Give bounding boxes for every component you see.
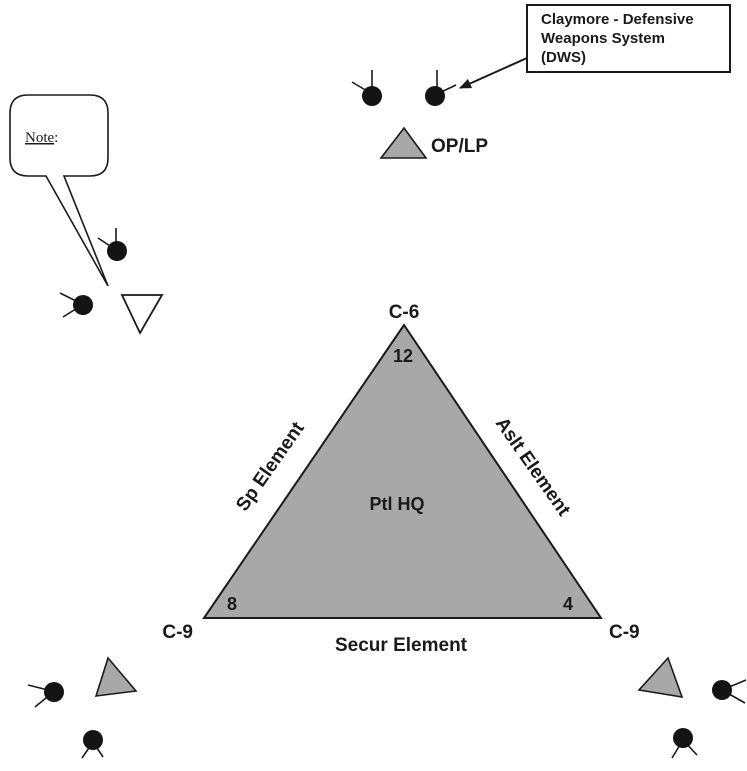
claymore-bottom-right-lower bbox=[671, 728, 698, 759]
center-label: Ptl HQ bbox=[369, 494, 424, 514]
oplp-position-marker bbox=[379, 126, 428, 159]
claymore-oplp-left bbox=[351, 70, 382, 106]
right-corner-label: C-9 bbox=[609, 622, 640, 643]
dws-callout-arrow bbox=[459, 57, 528, 89]
apex-clock-position: 12 bbox=[393, 346, 413, 366]
right-clock-position: 4 bbox=[563, 594, 573, 614]
apex-label: C-6 bbox=[389, 302, 420, 323]
left-corner-label: C-9 bbox=[162, 622, 193, 643]
claymore-left-upper bbox=[97, 228, 127, 261]
note-label: Note: bbox=[25, 130, 58, 146]
claymore-bottom-left-upper bbox=[27, 682, 64, 708]
dws-callout-box bbox=[526, 4, 731, 73]
dws-callout-line-1: Claymore - Defensive bbox=[541, 11, 694, 28]
open-position-marker bbox=[120, 294, 164, 335]
bottom-side-label: Secur Element bbox=[335, 635, 468, 656]
left-clock-position: 8 bbox=[227, 594, 237, 614]
dws-callout-line-2: Weapons System bbox=[541, 30, 665, 47]
oplp-label: OP/LP bbox=[431, 136, 488, 157]
bottom-left-position-marker bbox=[94, 656, 138, 697]
note-bubble bbox=[9, 94, 109, 287]
dws-callout-line-3: (DWS) bbox=[541, 49, 586, 66]
claymore-bottom-right-upper bbox=[712, 679, 747, 704]
claymore-oplp-right bbox=[425, 70, 457, 106]
bottom-right-position-marker bbox=[637, 656, 684, 699]
claymore-left-lower bbox=[59, 292, 93, 318]
patrol-base-triangle bbox=[202, 323, 603, 619]
dws-callout: Claymore - Defensive Weapons System (DWS… bbox=[459, 4, 731, 89]
note-callout: Note: bbox=[9, 94, 109, 287]
claymore-bottom-left-lower bbox=[81, 730, 104, 759]
